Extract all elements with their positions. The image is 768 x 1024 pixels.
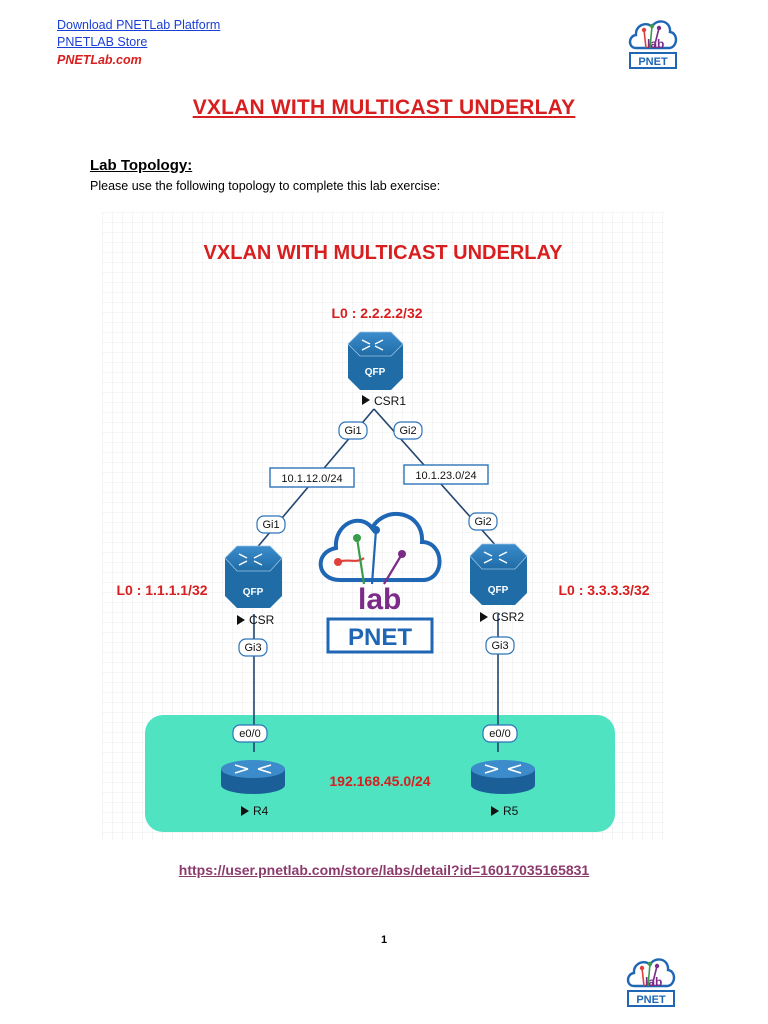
interface-csr-gi1: Gi1 [262, 519, 279, 531]
cloud-icon [318, 511, 442, 582]
device-label-csr1: CSR1 [374, 394, 406, 408]
device-csr[interactable]: QFP [224, 545, 283, 608]
interface-csr2-gi3: Gi3 [491, 640, 508, 652]
interface-csr1-gi1: Gi1 [344, 425, 361, 437]
play-icon [237, 615, 245, 625]
loopback-label-csr1: L0 : 2.2.2.2/32 [331, 305, 422, 321]
subnet-badge [269, 467, 355, 488]
interface-badge [393, 421, 423, 440]
interface-badge [238, 638, 268, 657]
instruction-text: Please use the following topology to com… [90, 179, 441, 193]
router-arrows-icon [234, 764, 272, 774]
page-number: 1 [380, 934, 388, 946]
lab-detail-link[interactable]: https://user.pnetlab.com/store/labs/deta… [178, 862, 590, 878]
device-r5[interactable] [471, 760, 535, 794]
chip-label-csr2: QFP [488, 585, 509, 596]
loopback-label-csr: L0 : 1.1.1.1/32 [116, 582, 207, 598]
pnet-logo-text: PNET [638, 56, 668, 68]
play-icon [362, 395, 370, 405]
svg-text:lab: lab [358, 583, 401, 616]
subnet-badge [403, 464, 489, 485]
download-pnetlab-link[interactable]: Download PNETLab Platform [57, 18, 221, 32]
diagram-title: VXLAN WITH MULTICAST UNDERLAY [204, 242, 564, 264]
center-logo-badge [326, 617, 434, 654]
pnet-logo-text: PNET [636, 994, 666, 1006]
interface-r5-e00: e0/0 [489, 728, 510, 740]
cloud-icon: lab [626, 958, 676, 989]
pnet-logo-footer: lab PNET [626, 958, 676, 1007]
lab-detail-link-row: https://user.pnetlab.com/store/labs/deta… [0, 862, 768, 880]
topology-diagram: VXLAN WITH MULTICAST UNDERLAY L0 : 2.2.2… [102, 212, 665, 840]
router-arrows-icon [484, 764, 522, 774]
interface-csr2-gi2: Gi2 [474, 516, 491, 528]
svg-text:lab: lab [647, 37, 664, 51]
device-label-csr: CSR [249, 613, 275, 627]
loopback-label-csr2: L0 : 3.3.3.3/32 [558, 582, 649, 598]
device-label-r5: R5 [503, 804, 519, 818]
play-icon [480, 612, 488, 622]
document-title: VXLAN WITH MULTICAST UNDERLAY [0, 96, 768, 120]
svg-text:lab: lab [645, 975, 662, 989]
device-csr1[interactable]: QFP [347, 331, 404, 390]
interface-badge [338, 421, 368, 440]
interface-badge [468, 512, 498, 531]
router-arrows-icon [361, 339, 384, 351]
pnetlab-store-link[interactable]: PNETLAB Store [57, 35, 148, 49]
play-icon [241, 806, 249, 816]
pnet-logo-center: lab PNET [318, 511, 442, 654]
chip-label-csr: QFP [243, 587, 264, 598]
center-logo-text: PNET [348, 624, 412, 651]
cloud-icon: lab [628, 20, 678, 51]
router-arrows-icon [238, 553, 263, 566]
pnet-logo-header: lab PNET [628, 20, 678, 69]
interface-badge [482, 724, 518, 743]
device-csr2[interactable]: QFP [469, 543, 528, 605]
interface-badge [485, 636, 515, 655]
interface-csr1-gi2: Gi2 [399, 425, 416, 437]
subnet-left: 10.1.12.0/24 [281, 473, 342, 485]
site-name[interactable]: PNETLab.com [57, 53, 142, 67]
interface-csr-gi3: Gi3 [244, 642, 261, 654]
document-title-text: VXLAN WITH MULTICAST UNDERLAY [192, 96, 576, 119]
pnet-logo-badge [629, 52, 677, 69]
interface-r4-e00: e0/0 [239, 728, 260, 740]
play-icon [491, 806, 499, 816]
pnet-logo-badge [627, 990, 675, 1007]
section-heading: Lab Topology: [90, 157, 193, 174]
chip-label-csr1: QFP [365, 367, 386, 378]
router-arrows-icon [483, 551, 508, 564]
interface-badge [256, 515, 286, 534]
subnet-right: 10.1.23.0/24 [415, 470, 476, 482]
subnet-lan: 192.168.45.0/24 [329, 773, 430, 789]
interface-badge [232, 724, 268, 743]
device-label-r4: R4 [253, 804, 269, 818]
device-r4[interactable] [221, 760, 285, 794]
device-label-csr2: CSR2 [492, 610, 524, 624]
